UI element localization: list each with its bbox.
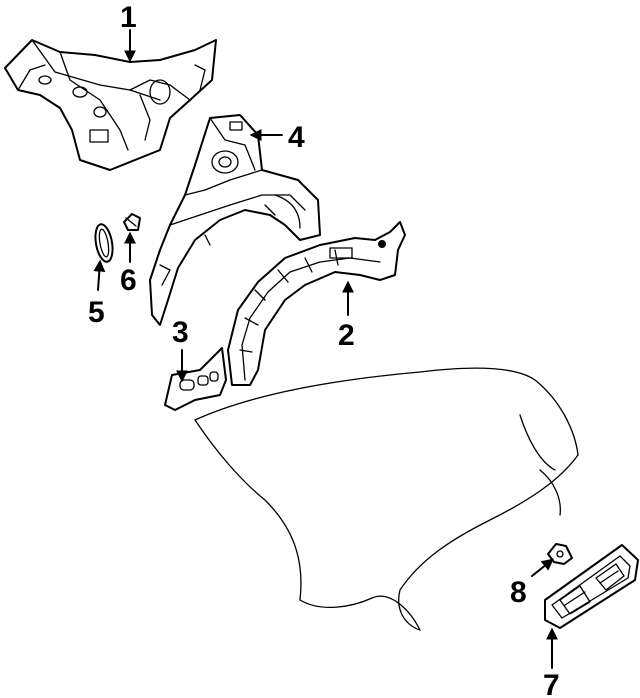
rear-body-panel <box>4 39 217 171</box>
callout-3: 3 <box>172 316 189 349</box>
callout-6: 6 <box>120 264 137 297</box>
leader-5 <box>93 259 106 291</box>
callout-2: 2 <box>338 319 355 352</box>
leader-8 <box>531 558 554 577</box>
callout-7: 7 <box>543 669 560 698</box>
wheelhouse <box>227 221 406 386</box>
leaders <box>93 29 558 669</box>
callout-5: 5 <box>88 296 105 329</box>
callout-8: 8 <box>510 576 527 609</box>
callout-1: 1 <box>120 1 137 34</box>
reflector <box>94 223 114 263</box>
callout-4: 4 <box>288 121 305 154</box>
side-marker-lamp <box>544 544 639 629</box>
fastener <box>547 543 573 565</box>
bracket-plate <box>164 347 227 411</box>
quarter-panel <box>194 367 579 631</box>
inner-quarter-panel <box>149 114 321 326</box>
callout-labels: 1 2 3 4 5 6 7 8 <box>88 1 560 698</box>
clip <box>123 213 141 231</box>
